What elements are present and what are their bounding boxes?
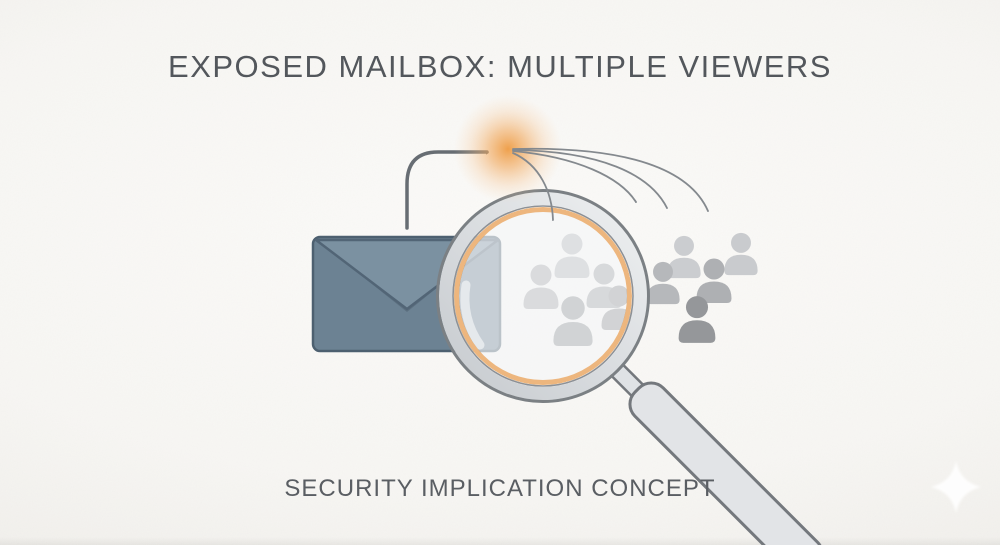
exposure-glow	[454, 95, 562, 203]
magnifier-ring	[436, 189, 650, 403]
fan-arrow-3	[512, 149, 667, 209]
ring-outer-outline	[436, 189, 650, 403]
fan-arrow-4	[512, 147, 708, 212]
sparkle-icon	[931, 461, 981, 513]
viewer-fan-arrows	[512, 147, 708, 221]
lens-rim-orange	[454, 207, 632, 385]
lens-glass	[459, 212, 627, 380]
page-title: EXPOSED MAILBOX: MULTIPLE VIEWERS	[168, 49, 832, 84]
envelope-to-glow-arrow	[405, 150, 489, 230]
fan-arrow-1	[512, 152, 554, 221]
ring-band	[439, 192, 647, 400]
handle-rod	[628, 381, 824, 545]
ring-inner-outline	[452, 205, 634, 387]
fan-arrow-2	[512, 150, 636, 203]
lens-sheen	[460, 280, 485, 350]
caption-text: SECURITY IMPLICATION CONCEPT	[284, 475, 716, 502]
